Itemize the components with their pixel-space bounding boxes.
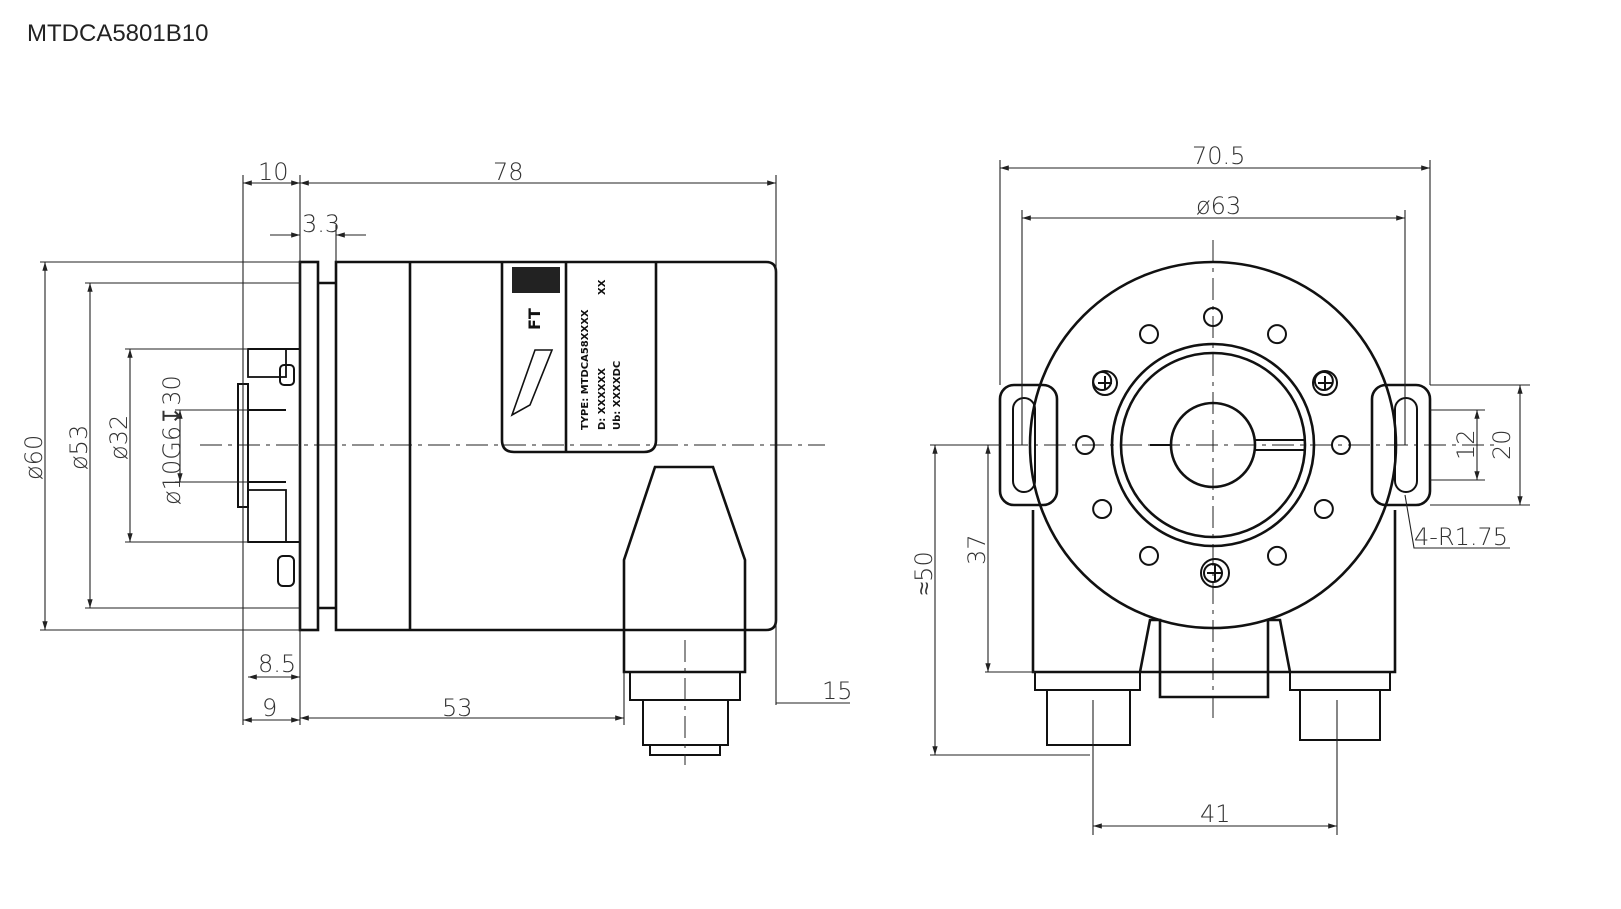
dim-3-3: 3.3 [302, 210, 340, 238]
bolt-hole [1267, 324, 1287, 345]
bolt-hole [1075, 435, 1095, 455]
dim-10: 10 [258, 158, 289, 186]
bolt-hole [1331, 435, 1351, 455]
svg-text:TYPE: MTDCA58XXXX: TYPE: MTDCA58XXXX [580, 309, 591, 430]
dim-9: 9 [262, 694, 277, 722]
dim-78: 78 [493, 158, 524, 186]
bolt-hole [1267, 545, 1287, 566]
nameplate [500, 262, 658, 454]
svg-text:FT: FT [525, 308, 544, 330]
dim-41: 41 [1200, 800, 1231, 828]
drawing-title: MTDCA5801B10 [27, 20, 209, 47]
dim-dia63: ø63 [1196, 192, 1241, 220]
bolt-hole [1139, 545, 1159, 566]
bolt-hole [1139, 324, 1159, 345]
connector [622, 465, 747, 674]
dim-dia32: ø32 [105, 415, 133, 460]
bolt-hole [1092, 499, 1113, 519]
bolt-hole [1313, 499, 1334, 519]
dim-8-5: 8.5 [258, 650, 296, 678]
dim-4-r1-75: 4-R1.75 [1414, 523, 1508, 551]
svg-text:D: XXXXXX: D: XXXXXX [597, 368, 608, 430]
flange [298, 260, 320, 632]
dim-53: 53 [442, 694, 473, 722]
dim-70-5: 70.5 [1192, 142, 1245, 170]
dim-37: 37 [963, 534, 991, 565]
dim-approx50: ≈50 [910, 551, 938, 595]
dim-15: 15 [822, 677, 853, 705]
dim-dia10: ø10G6↧30 [158, 375, 186, 505]
svg-text:XX: XX [597, 279, 608, 295]
dim-dia53: ø53 [65, 425, 93, 470]
dim-12: 12 [1452, 429, 1480, 460]
housing [334, 260, 778, 632]
front-view: 70.5 ø63 41 ≈50 37 12 20 4-R1.75 [910, 142, 1530, 835]
svg-text:Ub: XXXXDC: Ub: XXXXDC [612, 361, 623, 430]
dim-dia60: ø60 [20, 435, 48, 480]
side-view: FT TYPE: MTDCA58XXXX D: XXXXXX Ub: XXXXD… [20, 158, 853, 765]
logo-icon [510, 349, 554, 417]
bolt-hole [1203, 307, 1223, 327]
dim-20: 20 [1488, 429, 1516, 460]
